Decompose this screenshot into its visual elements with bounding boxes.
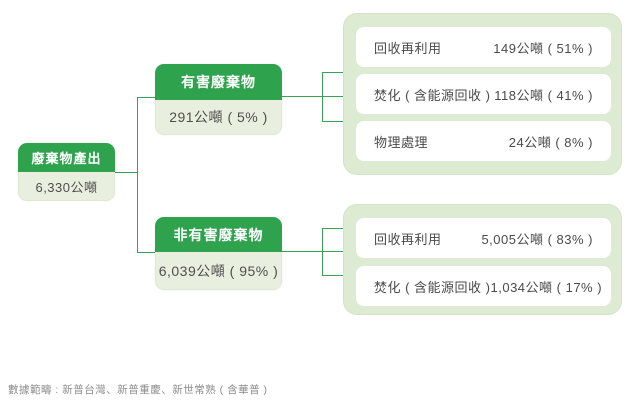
connector-right-trunk-top [322, 72, 323, 122]
leaf-row-recycle-nonhazardous: 回收再利用 5,005公噸 ( 83% ) [356, 218, 611, 258]
connector-stub-top-1 [322, 72, 343, 73]
branch-hazardous-title: 有害廢棄物 [155, 64, 282, 100]
leaf-label: 回收再利用 [374, 231, 442, 247]
leaf-row-incineration-hazardous: 焚化 ( 含能源回收 ) 118公噸 ( 41% ) [356, 74, 611, 114]
leaf-value: 1,034公噸 ( 17% ) [490, 279, 603, 295]
leaf-label: 焚化 ( 含能源回收 ) [374, 279, 491, 295]
leaf-label: 焚化 ( 含能源回收 ) [374, 87, 491, 103]
leaf-value: 149公噸 ( 51% ) [493, 40, 593, 56]
leaf-value: 118公噸 ( 41% ) [494, 87, 593, 103]
data-scope-footnote: 數據範疇 : 新普台灣、新普重慶、新世常熟 ( 含華普 ) [8, 384, 268, 396]
connector-stub-bottom-2 [322, 275, 343, 276]
branch-nonhazardous-title: 非有害廢棄物 [155, 217, 282, 252]
branch-nonhazardous-value: 6,039公噸 ( 95% ) [155, 252, 282, 290]
connector-hazardous-line [282, 96, 343, 97]
connector-nonhazardous-line [282, 251, 343, 252]
leaf-value: 24公噸 ( 8% ) [508, 134, 593, 150]
connector-stub-top-2 [322, 121, 343, 122]
branch-node-nonhazardous: 非有害廢棄物 6,039公噸 ( 95% ) [155, 217, 282, 290]
connector-stub-bottom-1 [322, 228, 343, 229]
panel-nonhazardous-treatments: 回收再利用 5,005公噸 ( 83% ) 焚化 ( 含能源回收 ) 1,034… [343, 204, 622, 315]
root-node-value: 6,330公噸 [18, 172, 115, 201]
branch-hazardous-value: 291公噸 ( 5% ) [155, 100, 282, 135]
branch-node-hazardous: 有害廢棄物 291公噸 ( 5% ) [155, 64, 282, 135]
connector-to-hazardous [137, 97, 156, 98]
leaf-row-recycle-hazardous: 回收再利用 149公噸 ( 51% ) [356, 27, 611, 67]
leaf-label: 物理處理 [374, 134, 429, 150]
connector-root-line [114, 172, 138, 173]
root-node-waste-output: 廢棄物產出 6,330公噸 [18, 143, 115, 201]
leaf-row-physical-treatment: 物理處理 24公噸 ( 8% ) [356, 121, 611, 161]
connector-left-trunk [137, 97, 138, 253]
connector-to-nonhazardous [137, 252, 156, 253]
root-node-title: 廢棄物產出 [18, 143, 115, 172]
leaf-row-incineration-nonhazardous: 焚化 ( 含能源回收 ) 1,034公噸 ( 17% ) [356, 266, 611, 306]
leaf-value: 5,005公噸 ( 83% ) [481, 231, 593, 247]
connector-right-trunk-bottom [322, 228, 323, 276]
panel-hazardous-treatments: 回收再利用 149公噸 ( 51% ) 焚化 ( 含能源回收 ) 118公噸 (… [343, 13, 622, 175]
leaf-label: 回收再利用 [374, 40, 442, 56]
